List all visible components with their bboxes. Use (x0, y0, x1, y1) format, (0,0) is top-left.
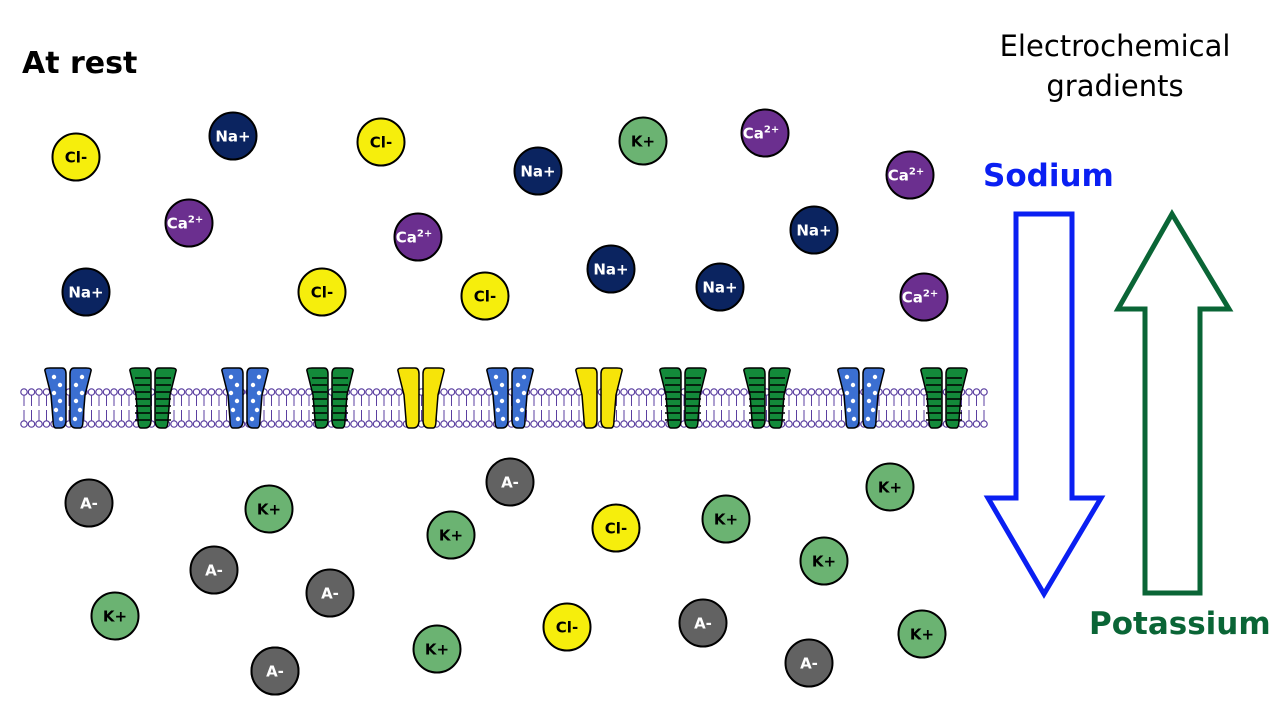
ca-ion: Ca2+ (164, 198, 214, 248)
page-title: At rest (22, 46, 138, 81)
ca-ion: Ca2+ (740, 108, 790, 158)
svg-text:K+: K+ (812, 553, 836, 571)
k-ion: K+ (426, 510, 476, 560)
na-ion: Na+ (789, 205, 839, 255)
na-channel (837, 367, 885, 429)
k-ion: K+ (865, 462, 915, 512)
svg-text:K+: K+ (631, 133, 655, 151)
cl-ion: Cl- (356, 117, 406, 167)
k-channel (920, 367, 968, 429)
a-ion: A- (305, 568, 355, 618)
ca-ion: Ca2+ (885, 150, 935, 200)
svg-text:A-: A- (800, 655, 818, 673)
k-channel (743, 367, 791, 429)
a-ion: A- (189, 545, 239, 595)
svg-text:A-: A- (501, 474, 519, 492)
gradient-arrows (983, 209, 1234, 599)
k-channel (129, 367, 177, 429)
cl-ion: Cl- (591, 503, 641, 553)
cl-ion: Cl- (460, 271, 510, 321)
k-ion: K+ (897, 609, 947, 659)
svg-text:K+: K+ (257, 501, 281, 519)
svg-text:A-: A- (694, 615, 712, 633)
a-ion: A- (485, 457, 535, 507)
svg-text:K+: K+ (439, 527, 463, 545)
svg-text:K+: K+ (425, 641, 449, 659)
na-ion: Na+ (61, 267, 111, 317)
svg-text:Cl-: Cl- (311, 284, 333, 302)
a-ion: A- (678, 598, 728, 648)
svg-text:K+: K+ (910, 626, 934, 644)
svg-text:Cl-: Cl- (474, 288, 496, 306)
k-ion: K+ (90, 591, 140, 641)
svg-text:Na+: Na+ (215, 128, 250, 146)
potassium-label: Potassium (1089, 606, 1271, 642)
k-channel (659, 367, 707, 429)
svg-text:Cl-: Cl- (605, 520, 627, 538)
cl-ion: Cl- (297, 267, 347, 317)
svg-text:A-: A- (266, 663, 284, 681)
k-ion: K+ (701, 494, 751, 544)
na-ion: Na+ (695, 262, 745, 312)
na-ion: Na+ (208, 111, 258, 161)
k-channel (306, 367, 354, 429)
potassium-up-arrow (1113, 209, 1234, 596)
svg-text:A-: A- (80, 495, 98, 513)
cl-channel (397, 367, 445, 429)
svg-text:Cl-: Cl- (65, 149, 87, 167)
sodium-label: Sodium (983, 158, 1114, 194)
cl-ion: Cl- (542, 602, 592, 652)
svg-text:K+: K+ (714, 511, 738, 529)
na-channel (44, 367, 92, 429)
svg-text:K+: K+ (103, 608, 127, 626)
svg-text:K+: K+ (878, 479, 902, 497)
ca-ion: Ca2+ (393, 212, 443, 262)
k-ion: K+ (412, 624, 462, 674)
k-ion: K+ (244, 484, 294, 534)
svg-text:A-: A- (205, 562, 223, 580)
gradients-heading: Electrochemical gradients (975, 26, 1255, 106)
k-ion: K+ (618, 116, 668, 166)
na-ion: Na+ (586, 244, 636, 294)
svg-text:Na+: Na+ (520, 163, 555, 181)
cl-ion: Cl- (51, 132, 101, 182)
svg-text:Na+: Na+ (702, 279, 737, 297)
k-ion: K+ (799, 536, 849, 586)
svg-text:Na+: Na+ (796, 222, 831, 240)
a-ion: A- (250, 646, 300, 696)
ion-channels (44, 367, 968, 429)
svg-text:A-: A- (321, 585, 339, 603)
svg-text:Cl-: Cl- (370, 134, 392, 152)
na-channel (221, 367, 269, 429)
a-ion: A- (784, 638, 834, 688)
cl-channel (575, 367, 623, 429)
na-ion: Na+ (513, 146, 563, 196)
svg-text:Na+: Na+ (68, 284, 103, 302)
gradients-heading-line2: gradients (1046, 69, 1184, 103)
sodium-down-arrow (983, 211, 1106, 599)
ions: Cl- Na+ Cl- Na+ Ca2+ K+ Ca2+ Ca2+ Ca2+ Na+ Na+ Cl- N… (51, 108, 949, 696)
na-channel (486, 367, 534, 429)
ca-ion: Ca2+ (899, 272, 949, 322)
gradients-heading-line1: Electrochemical (999, 29, 1231, 63)
svg-text:Na+: Na+ (593, 261, 628, 279)
a-ion: A- (64, 478, 114, 528)
svg-text:Cl-: Cl- (556, 619, 578, 637)
